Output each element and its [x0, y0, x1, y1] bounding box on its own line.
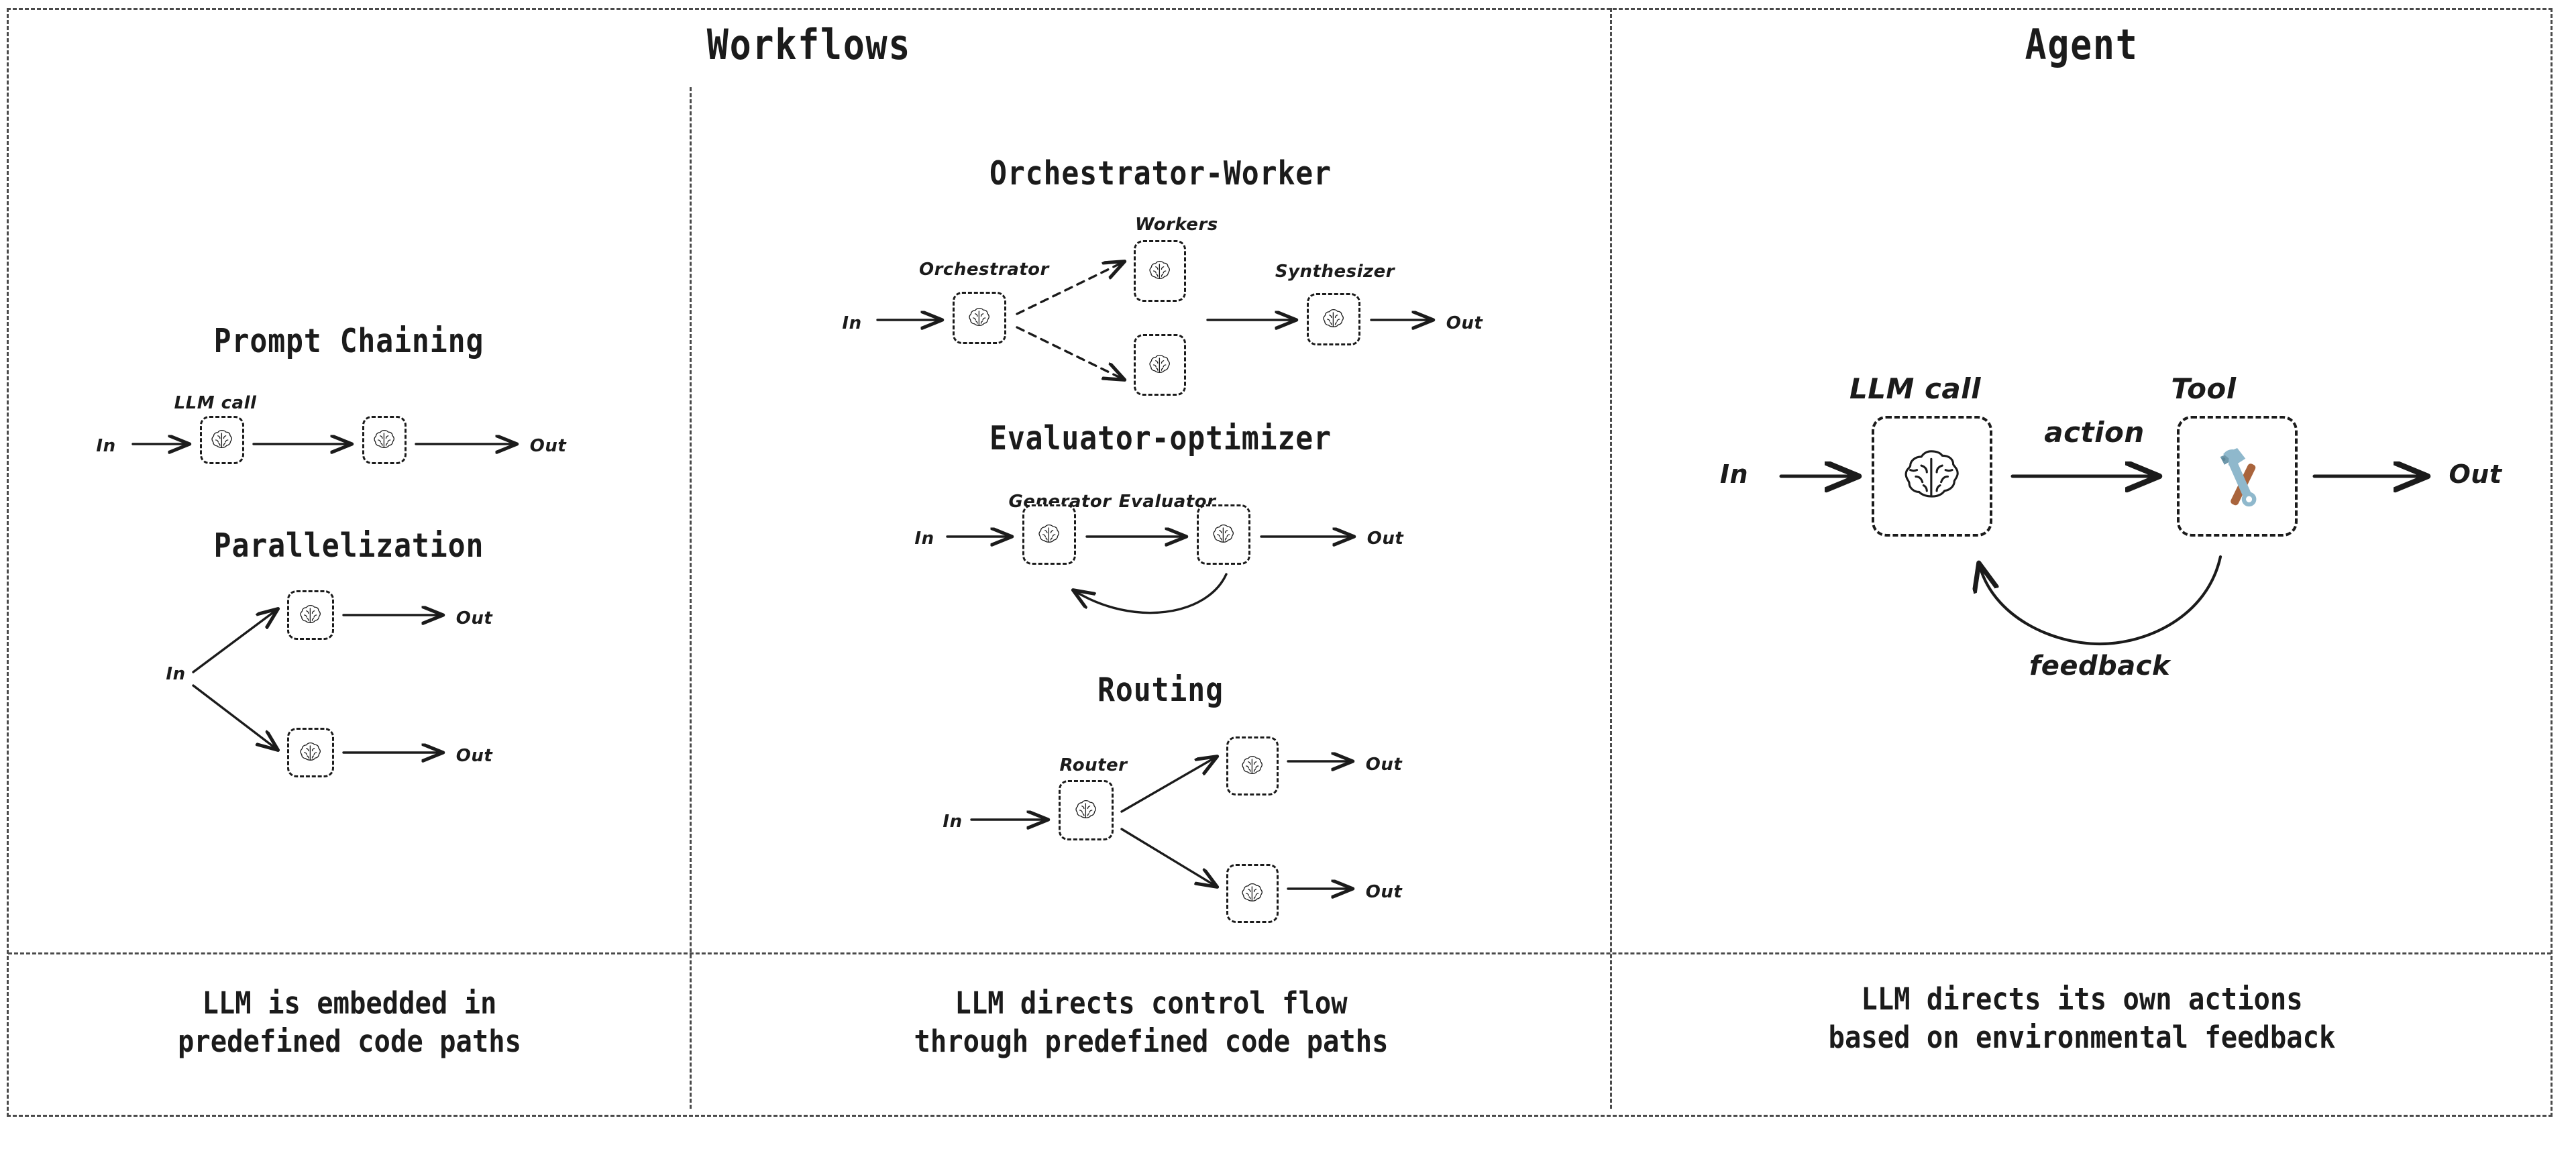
caption-line: LLM directs control flow [955, 985, 1348, 1021]
node-agent-llm-call [1872, 416, 1992, 537]
divider-caption-row [8, 952, 2551, 954]
label-out-orchestrator-worker: Out [1446, 313, 1483, 333]
label-router: Router [1059, 755, 1128, 775]
node-agent-tool [2177, 416, 2298, 537]
node-worker-1 [1134, 240, 1186, 302]
node-generator [1022, 504, 1076, 565]
brain-icon [1075, 800, 1097, 818]
brain-icon [1038, 524, 1060, 543]
tool-icon [2220, 448, 2257, 507]
brain-icon [969, 307, 990, 326]
header-workflows: Workflows [706, 20, 912, 69]
label-in-agent: In [1719, 459, 1749, 489]
node-router [1059, 780, 1114, 840]
label-out-routing-top: Out [1365, 755, 1403, 775]
diagram-frame [7, 8, 2553, 1117]
brain-icon [211, 429, 233, 448]
node-route-target-1 [1226, 736, 1279, 795]
title-orchestrator-worker: Orchestrator-Worker [989, 154, 1332, 193]
caption-workflows-left: LLM is embedded in predefined code paths [44, 985, 656, 1060]
header-agent: Agent [2025, 20, 2139, 69]
brain-icon [300, 604, 321, 623]
title-prompt-chaining: Prompt Chaining [213, 322, 484, 360]
divider-workflows-agent [1610, 8, 1612, 1109]
label-out-evaluator-optimizer: Out [1366, 529, 1404, 549]
label-llm-call-chain: LLM call [174, 393, 257, 413]
node-parallel-branch-1 [287, 590, 334, 640]
label-llm-call-agent: LLM call [1849, 372, 1981, 405]
caption-line: predefined code paths [177, 1023, 522, 1059]
brain-icon [1904, 449, 1959, 498]
label-out-prompt-chaining: Out [529, 436, 567, 456]
label-tool: Tool [2171, 372, 2237, 405]
label-feedback: feedback [2029, 651, 2171, 681]
caption-line: LLM directs its own actions [1861, 981, 2303, 1017]
caption-line: LLM is embedded in [202, 985, 497, 1021]
node-synthesizer [1307, 293, 1360, 345]
label-workers: Workers [1135, 215, 1218, 235]
divider-col1-col2 [690, 87, 692, 1109]
node-llm-call-1 [200, 416, 244, 464]
label-synthesizer: Synthesizer [1275, 262, 1395, 282]
label-in-prompt-chaining: In [96, 436, 116, 456]
brain-icon [374, 429, 395, 448]
brain-icon [1149, 260, 1171, 279]
caption-line: based on environmental feedback [1828, 1019, 2336, 1055]
brain-icon [1149, 354, 1171, 373]
node-evaluator [1197, 504, 1250, 565]
label-in-parallelization: In [166, 664, 186, 684]
brain-icon [1213, 524, 1234, 543]
brain-icon [1242, 755, 1263, 774]
caption-agent: LLM directs its own actions based on env… [1660, 981, 2504, 1056]
title-evaluator-optimizer: Evaluator-optimizer [989, 419, 1332, 457]
node-orchestrator [953, 292, 1006, 344]
label-out-routing-bottom: Out [1365, 882, 1403, 902]
node-worker-2 [1134, 334, 1186, 396]
label-out-parallelization-bottom: Out [455, 746, 493, 766]
brain-icon [1242, 883, 1263, 901]
node-llm-call-2 [362, 416, 407, 464]
caption-workflows-right: LLM directs control flow through predefi… [738, 985, 1564, 1060]
label-in-evaluator-optimizer: In [914, 529, 934, 549]
label-orchestrator: Orchestrator [919, 260, 1049, 280]
label-out-agent: Out [2449, 459, 2502, 489]
brain-icon [300, 742, 321, 761]
title-parallelization: Parallelization [213, 527, 484, 565]
label-out-parallelization-top: Out [455, 608, 493, 628]
node-parallel-branch-2 [287, 728, 334, 777]
label-in-routing: In [943, 812, 963, 832]
label-in-orchestrator-worker: In [842, 313, 862, 333]
label-action: action [2044, 416, 2145, 449]
brain-icon [1323, 309, 1344, 327]
caption-line: through predefined code paths [914, 1023, 1389, 1059]
title-routing: Routing [1097, 671, 1224, 709]
node-route-target-2 [1226, 864, 1279, 923]
